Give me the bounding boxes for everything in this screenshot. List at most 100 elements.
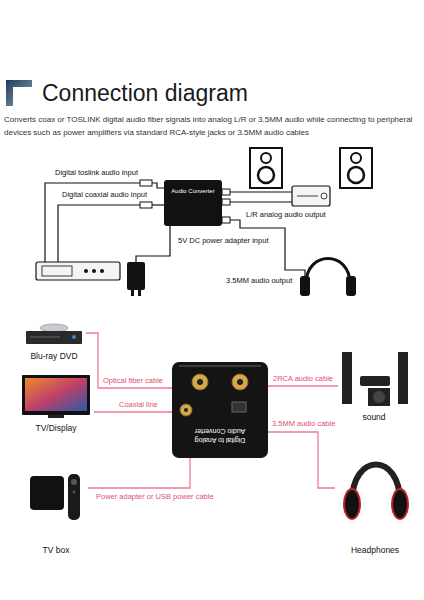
tv-icon	[22, 375, 90, 415]
converter-housing	[172, 362, 268, 458]
converter-housing	[232, 374, 248, 390]
converter-housing	[180, 404, 192, 416]
converter-housing	[192, 374, 208, 390]
input-wire	[152, 183, 164, 188]
power-adapter	[138, 290, 141, 296]
device-node: TV box	[24, 466, 88, 556]
device-node: sound	[338, 345, 410, 423]
converter-housing	[197, 379, 203, 385]
device-node: TV/Display	[18, 372, 94, 434]
bluray-player-icon	[26, 324, 82, 344]
node-text: Blu-ray DVD	[30, 351, 77, 362]
bluray-player-icon	[72, 335, 76, 339]
cable-label: 3.5MM audio cable	[271, 419, 336, 429]
converter-housing	[237, 379, 243, 385]
output-plug	[222, 189, 230, 223]
connector-layer	[86, 333, 338, 488]
output-plug	[222, 217, 230, 223]
headphones-icon	[306, 259, 350, 285]
cable-label: Power adapter or USB power cable	[95, 492, 215, 502]
source-device	[42, 266, 72, 276]
power-adapter	[131, 290, 134, 296]
tv-box-icon	[68, 474, 80, 520]
device-node: Headphones	[335, 452, 415, 556]
node-text: TV/Display	[35, 423, 76, 434]
sound-system-icon	[342, 352, 408, 406]
headphones-icon	[346, 276, 356, 296]
converter-housing	[184, 408, 188, 412]
device-node: Blu-ray DVD	[22, 312, 86, 362]
cable-connector	[268, 385, 338, 386]
input-plug	[140, 180, 152, 186]
amplifier	[292, 186, 330, 206]
input-plug	[140, 202, 152, 208]
source-device	[36, 262, 120, 280]
input-wire	[45, 183, 164, 262]
sound-system-icon	[398, 352, 408, 404]
amplifier	[297, 196, 318, 197]
port-label: L/R analog audio output	[246, 210, 326, 219]
speaker	[258, 167, 274, 183]
headphones-icon	[300, 276, 310, 296]
source-device	[84, 269, 88, 273]
cable-label: Coaxial line	[118, 400, 159, 410]
tv-icon	[25, 378, 87, 411]
caption-text: Converts coax or TOSLINK digital audio f…	[4, 114, 420, 139]
power-wire	[136, 226, 170, 262]
power-adapter	[127, 262, 145, 290]
converter-box: Digital to Analog Audio Converter	[172, 362, 268, 458]
amplifier	[292, 186, 330, 206]
output-plug	[222, 189, 230, 195]
cable-connector	[94, 411, 172, 412]
source-device	[36, 262, 120, 280]
output-plug	[222, 199, 230, 205]
speaker	[348, 167, 364, 183]
output-wire	[230, 191, 292, 192]
source-device	[100, 269, 104, 273]
node-text: Headphones	[351, 545, 399, 556]
headphones-icon	[392, 489, 408, 519]
cable-connector	[88, 458, 190, 488]
port-label: 3.5MM audio output	[226, 276, 292, 285]
speaker	[250, 148, 372, 188]
power-wire	[136, 226, 170, 262]
converter-box: Audio Converter	[164, 180, 222, 226]
source-device	[92, 269, 96, 273]
cable-connector	[86, 333, 172, 388]
speaker	[250, 148, 282, 188]
bluray-player-icon	[40, 324, 68, 332]
headphones-icon	[344, 489, 360, 519]
tv-icon	[22, 375, 90, 418]
speaker	[340, 148, 372, 188]
cable-label: 2RCA audio cable	[272, 374, 334, 384]
headphones-icon	[300, 259, 356, 297]
node-text: sound	[362, 412, 385, 423]
tv-box-icon	[73, 491, 76, 494]
port-label: Digital toslink audio input	[55, 168, 138, 177]
port-label: 5V DC power adapter input	[178, 236, 268, 245]
cable-connector	[268, 432, 335, 488]
converter-housing	[232, 402, 246, 412]
tv-icon	[48, 415, 64, 418]
port-label: Digital coaxial audio input	[62, 190, 147, 199]
input-wire	[58, 205, 140, 262]
power-adapter	[127, 262, 145, 296]
sound-system-icon	[373, 391, 385, 403]
node-text: Audio Converter	[171, 187, 214, 195]
sound-system-icon	[368, 388, 390, 406]
node-text: TV box	[43, 545, 70, 556]
bluray-player-icon	[30, 337, 60, 338]
tv-box-icon	[30, 474, 80, 520]
speaker	[351, 153, 361, 163]
output-wire	[230, 201, 292, 202]
converter-housing	[172, 362, 268, 458]
output-wire	[230, 220, 305, 276]
tv-box-icon	[30, 476, 64, 510]
diagram-title: Connection diagram	[42, 79, 402, 107]
sound-system-icon	[342, 352, 352, 404]
header-icon	[6, 80, 32, 106]
input-wire	[152, 204, 164, 205]
speaker	[261, 153, 271, 163]
node-text: Digital to Analog Audio Converter	[187, 427, 253, 444]
amplifier	[321, 193, 327, 199]
